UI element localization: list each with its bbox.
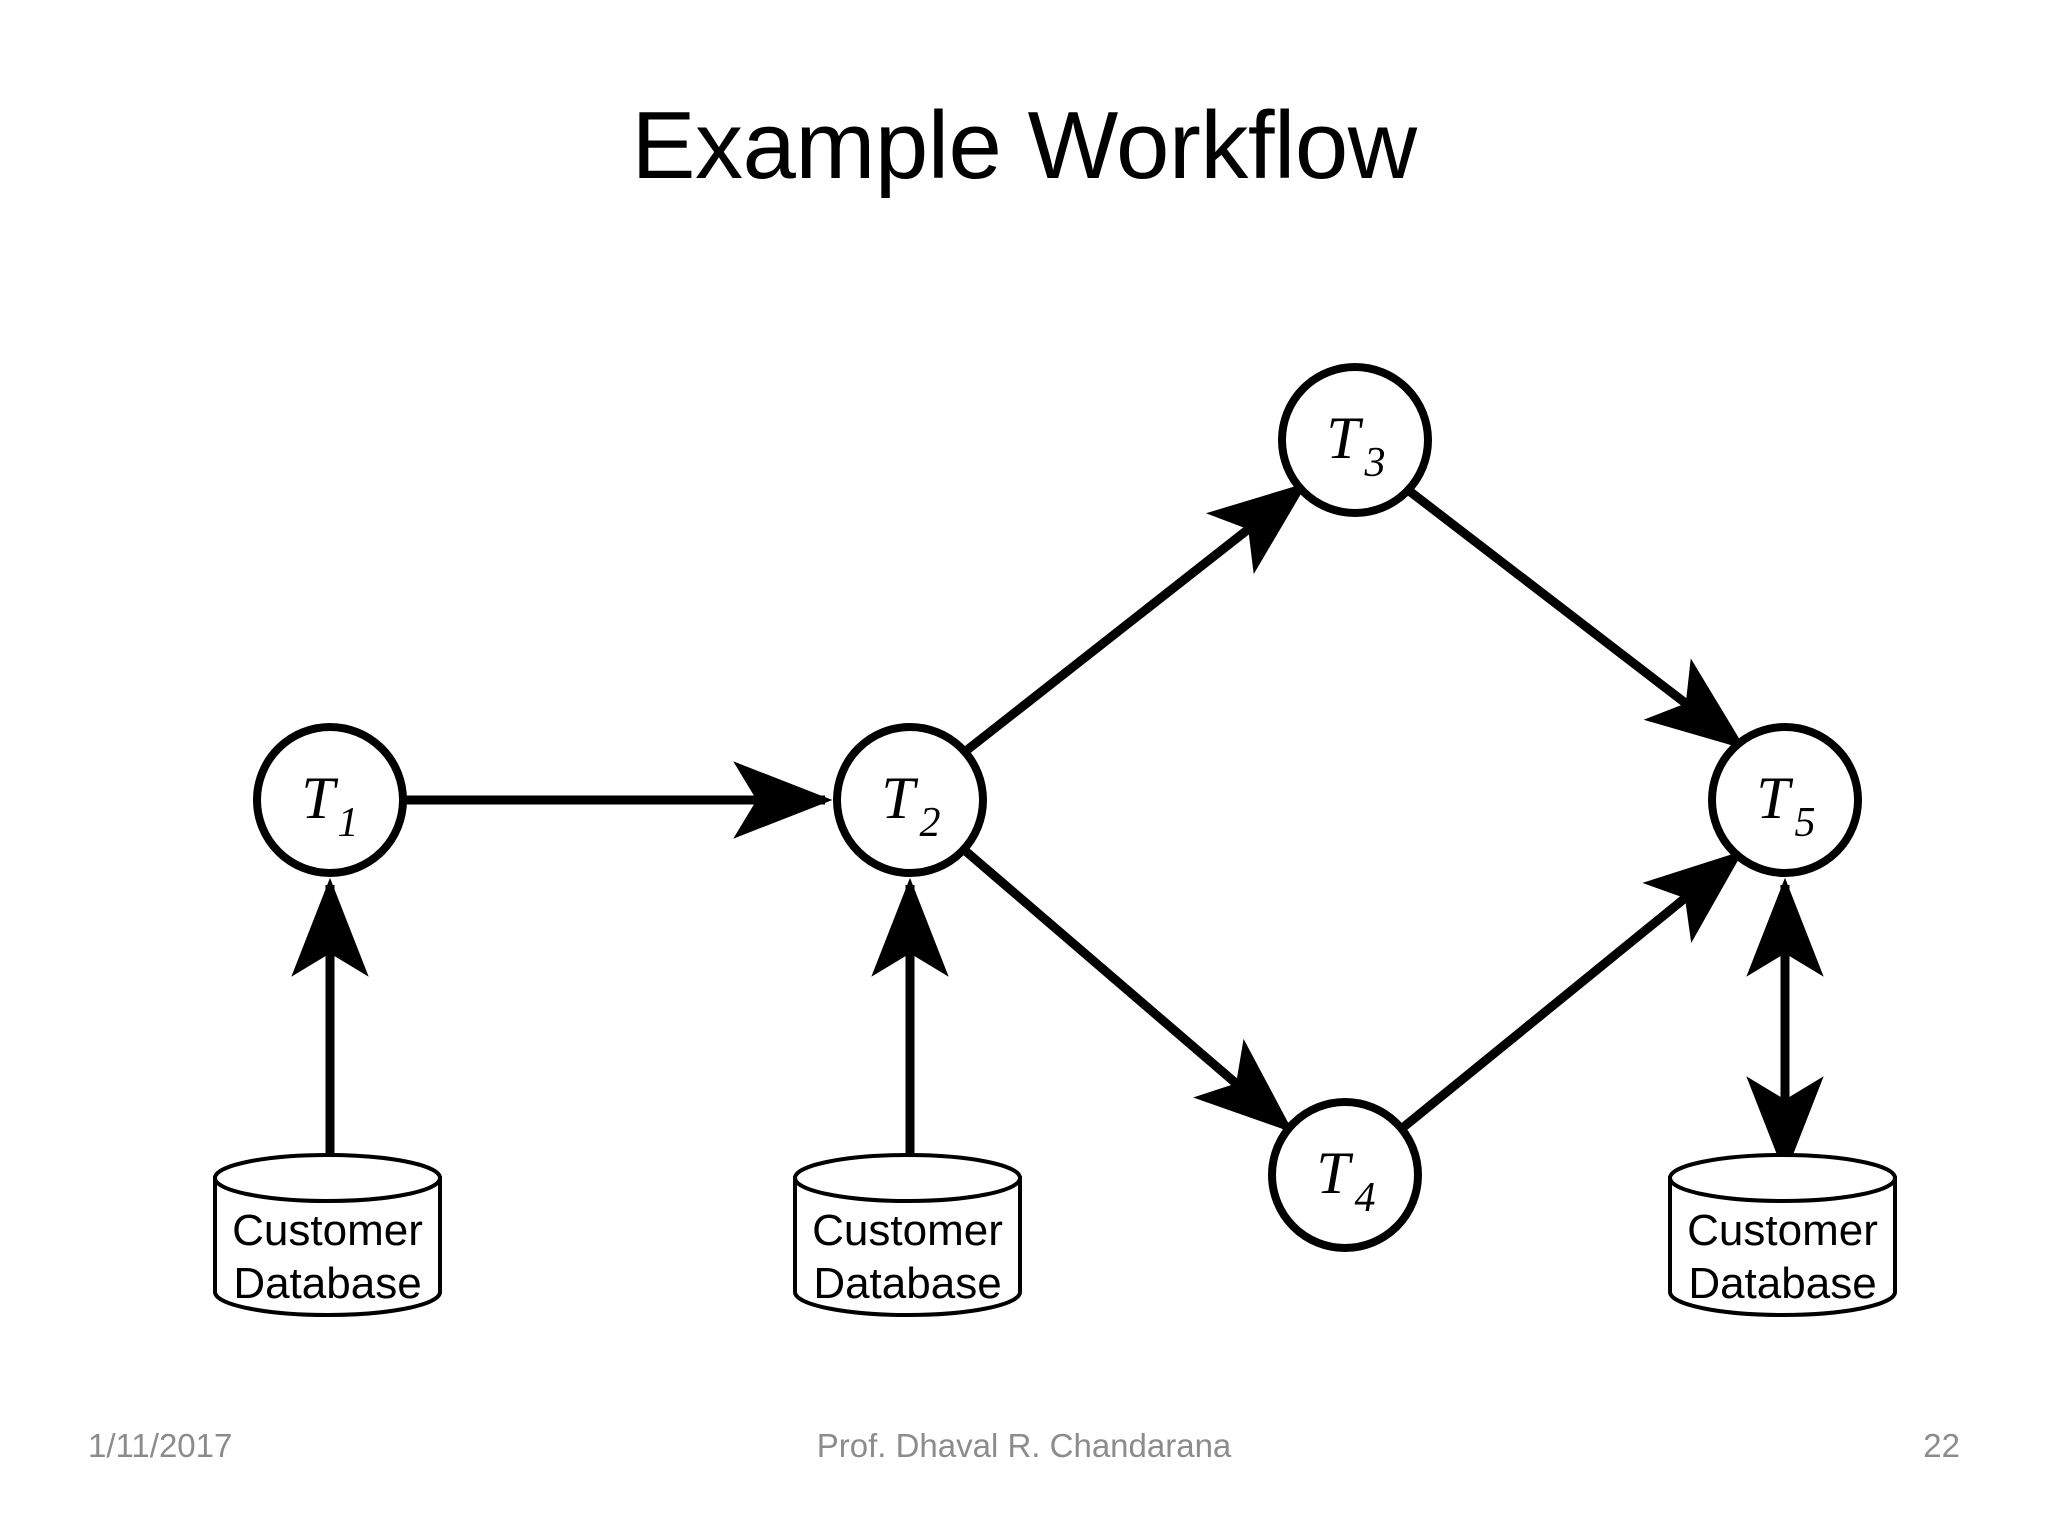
edge-t2-t4 <box>959 844 1294 1133</box>
datastore-db1[interactable]: Customer Database <box>213 1153 442 1317</box>
edge-t3-t5 <box>1405 486 1746 750</box>
db1-body <box>213 1176 442 1317</box>
page-title: Example Workflow <box>631 92 1417 199</box>
node-t1-circle <box>253 723 407 877</box>
db3-label-line2: Database <box>1688 1259 1876 1308</box>
node-t3-label: T <box>1326 405 1363 471</box>
db3-top <box>1668 1153 1897 1203</box>
footer-page-number: 22 <box>1923 1427 1960 1464</box>
node-t5-circle <box>1708 723 1862 877</box>
node-t1-label: T <box>301 765 338 831</box>
db2-label-line1: Customer <box>812 1206 1003 1255</box>
db2-label-line2: Database <box>813 1259 1001 1308</box>
edge-t2-t3 <box>959 482 1308 758</box>
node-t1-subscript: 1 <box>338 800 359 846</box>
node-layer: T 1 T 2 T 3 T 4 T 5 <box>253 363 1862 1252</box>
datastore-db3[interactable]: Customer Database <box>1668 1153 1897 1317</box>
node-t5-subscript: 5 <box>1795 800 1816 846</box>
node-t2-label: T <box>881 765 918 831</box>
node-t3[interactable]: T 3 <box>1278 363 1432 517</box>
node-t4-subscript: 4 <box>1355 1175 1376 1221</box>
db2-top <box>793 1153 1022 1203</box>
edge-layer <box>291 482 1824 1176</box>
node-t3-circle <box>1278 363 1432 517</box>
db3-label-line1: Customer <box>1687 1206 1878 1255</box>
node-t4[interactable]: T 4 <box>1268 1098 1422 1252</box>
node-t5[interactable]: T 5 <box>1708 723 1862 877</box>
node-t5-label: T <box>1756 765 1793 831</box>
node-t2[interactable]: T 2 <box>833 723 987 877</box>
datastore-layer: Customer Database Customer Database Cust… <box>213 1153 1897 1317</box>
db1-label-line2: Database <box>233 1259 421 1308</box>
db1-label-line1: Customer <box>232 1206 423 1255</box>
db3-body <box>1668 1176 1897 1317</box>
edge-t4-t5 <box>1397 850 1744 1134</box>
node-t4-label: T <box>1316 1140 1353 1206</box>
node-t2-circle <box>833 723 987 877</box>
db2-body <box>793 1176 1022 1317</box>
footer-date: 1/11/2017 <box>88 1427 233 1464</box>
datastore-db2[interactable]: Customer Database <box>793 1153 1022 1317</box>
db1-top <box>213 1153 442 1203</box>
node-t4-circle <box>1268 1098 1422 1252</box>
footer-author: Prof. Dhaval R. Chandarana <box>816 1427 1232 1464</box>
node-t2-subscript: 2 <box>920 800 941 846</box>
node-t1[interactable]: T 1 <box>253 723 407 877</box>
node-t3-subscript: 3 <box>1364 440 1386 486</box>
